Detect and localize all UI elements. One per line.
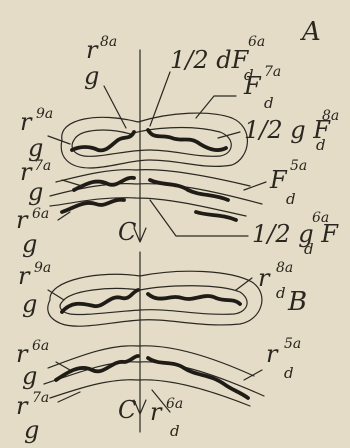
label-c-a: C (118, 218, 136, 246)
label-b-r6ad-sub: d (170, 422, 180, 440)
label-r9a-main: r (20, 108, 33, 136)
leader-halfdF6a (150, 72, 170, 126)
leader-b-r7a (58, 392, 80, 402)
leader-b-r5ad (244, 370, 262, 380)
label-r9a-sup: 9a (36, 106, 53, 122)
label-b-r6a-sub: g (22, 362, 37, 390)
label-halfgF6a-sub: d (304, 240, 314, 258)
label-halfgF8a-sup: 8a (322, 108, 339, 124)
label-F5a-sup: 5a (290, 158, 307, 174)
label-halfgF6a-sup: 6a (312, 210, 329, 226)
leader-r7a (62, 180, 82, 186)
label-b-r8ad-main: r (258, 264, 271, 292)
label-halfdF6a-sup: 6a (248, 34, 265, 50)
leader-b-r8ad (236, 278, 252, 290)
lower-thick-a (62, 200, 236, 220)
label-b-r6ad-sup: 6a (166, 396, 183, 412)
upper-outline-a (61, 113, 247, 168)
label-halfdF6a-main: 1/2 dF (170, 46, 250, 74)
label-b-r6a-sup: 6a (32, 338, 49, 354)
label-r6a-sup: 6a (32, 206, 49, 222)
label-r7a-sup: 7a (34, 158, 51, 174)
label-r8a-main: r (86, 36, 99, 64)
label-b-r7a-sub: g (24, 416, 39, 444)
leader-r9a (48, 136, 70, 144)
leader-b-r6a (56, 362, 70, 370)
label-halfgF8a-sub: d (316, 136, 326, 154)
panel-letter-b: B (287, 287, 307, 317)
label-c-b: C (118, 396, 136, 424)
label-b-r5ad-main: r (266, 340, 279, 368)
label-b-r7a-sup: 7a (32, 390, 49, 406)
label-b-r9a-main: r (18, 262, 31, 290)
label-F5a-sub: d (286, 190, 296, 208)
upper-thick-a (72, 130, 226, 150)
panel-letter-a: A (300, 17, 321, 47)
label-r7a-sub: g (28, 178, 43, 206)
label-b-r8ad-sub: d (276, 284, 286, 302)
label-F7a-sub: d (264, 94, 274, 112)
upper-thick-b (62, 290, 240, 312)
label-r8a-sub: g (84, 62, 99, 90)
middle-thick-a (74, 178, 228, 200)
panel-a (48, 50, 266, 242)
panel-b-labels: B r 9a g r 8a d r 6a g r 5a d r 7a g r 6… (16, 260, 307, 444)
label-F7a-main: F (243, 72, 262, 100)
label-r6a-sub: g (22, 230, 37, 258)
label-b-r8ad-sup: 8a (276, 260, 293, 276)
label-b-r5ad-sup: 5a (284, 336, 301, 352)
label-r8a-sup: 8a (100, 34, 117, 50)
leader-F5a (244, 182, 266, 190)
leader-r8a (104, 86, 126, 128)
label-b-r9a-sup: 9a (34, 260, 51, 276)
label-b-r9a-sub: g (22, 290, 37, 318)
label-b-r6ad-main: r (150, 398, 163, 426)
label-F7a-sup: 7a (264, 64, 281, 80)
label-b-r5ad-sub: d (284, 364, 294, 382)
